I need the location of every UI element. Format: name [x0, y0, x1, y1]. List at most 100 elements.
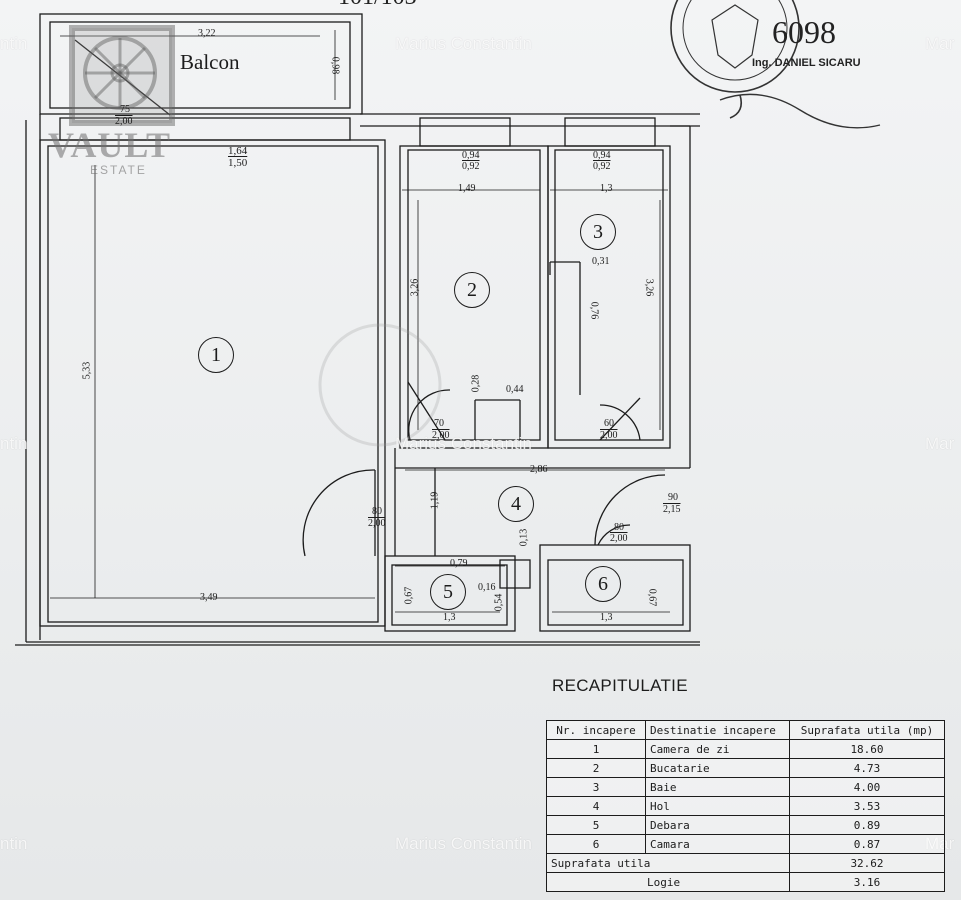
dim-r2-a: 0,28: [470, 374, 482, 393]
dim-win3-h: 0,92: [593, 161, 611, 172]
table-cell: 0.89: [789, 815, 945, 835]
official-stamp-icon: [670, 0, 881, 129]
recap-title: RECAPITULATIE: [552, 676, 688, 695]
table-cell: Hol: [645, 796, 790, 816]
dim-r6-width: 1,3: [600, 612, 613, 623]
table-row: 6 Camara 0.87: [546, 834, 945, 854]
table-header-row: Nr. incapere Destinatie incapere Suprafa…: [546, 720, 945, 740]
table-cell: 4: [546, 796, 646, 816]
table-cell: 3.53: [789, 796, 945, 816]
table-cell: Bucatarie: [645, 758, 790, 778]
dim-room3-width: 1,3: [600, 183, 613, 194]
dim-r3-b: 0,76: [588, 301, 600, 320]
dim-win2-w: 0,94: [462, 150, 480, 161]
table-cell: 4.00: [789, 777, 945, 797]
logia-label: Logie: [546, 872, 790, 892]
room-number-4: 4: [498, 486, 534, 522]
dim-r5-top: 0,79: [450, 558, 468, 569]
table-cell: 0.87: [789, 834, 945, 854]
room-1-outline: [39, 139, 386, 627]
dim-room2-height: 3,26: [409, 278, 421, 297]
dim-balcony-width: 3,22: [198, 28, 216, 39]
watermark-left-mid: ntin: [0, 434, 28, 453]
table-cell: 3: [546, 777, 646, 797]
table-cell: 4.73: [789, 758, 945, 778]
dim-door3-h: 2,00: [600, 430, 618, 441]
dim-room2-width: 1,49: [458, 183, 476, 194]
dim-room1-height: 5,33: [81, 361, 93, 380]
header-suprafata: Suprafata utila (mp): [789, 720, 945, 740]
header-destinatie: Destinatie incapere: [645, 720, 790, 740]
balcony-inner: [49, 21, 351, 109]
dim-balcony-door-h: 2,00: [115, 116, 133, 127]
dim-balcony-depth: 0,98: [329, 56, 341, 75]
room-5-outline: [384, 555, 516, 632]
room-6-outline: [539, 544, 691, 632]
dim-win3-w: 0,94: [593, 150, 611, 161]
dim-hall-b: 0,13: [518, 528, 530, 547]
dim-r6-h: 0,67: [646, 588, 658, 607]
table-cell: Camera de zi: [645, 739, 790, 759]
header-nr: Nr. incapere: [546, 720, 646, 740]
dim-r5-width: 1,3: [443, 612, 456, 623]
table-cell: 18.60: [789, 739, 945, 759]
top-number: 101/103: [338, 0, 417, 11]
logo-watermark-subtext: ESTATE: [90, 163, 147, 177]
dim-r3-a: 0,31: [592, 256, 610, 267]
total-row: Suprafata utila 32.62: [546, 853, 945, 873]
watermark-agent-bottom: Marius Constantin: [395, 834, 533, 853]
logo-watermark-icon: [69, 25, 175, 126]
balcony-outline: [39, 13, 363, 115]
watermark-agent-top: Marius Constantin: [395, 34, 533, 53]
watermark-left-top: ntin: [0, 34, 28, 53]
dim-door2-h: 2,00: [432, 430, 450, 441]
dim-room3-height: 3,26: [643, 278, 655, 297]
total-value: 32.62: [789, 853, 945, 873]
dim-balcony-door-w: 75: [120, 104, 130, 115]
dim-r2-b: 0,44: [506, 384, 524, 395]
room-number-3: 3: [580, 214, 616, 250]
dim-hall-width: 2,86: [530, 464, 548, 475]
room-number-5: 5: [430, 574, 466, 610]
table-row: 3 Baie 4.00: [546, 777, 945, 797]
dim-door6-h: 2,00: [610, 533, 628, 544]
room-number-1: 1: [198, 337, 234, 373]
table-cell: Debara: [645, 815, 790, 835]
logia-value: 3.16: [789, 872, 945, 892]
table-cell: Baie: [645, 777, 790, 797]
watermark-right-top: Mar: [925, 34, 955, 53]
dim-r5-a: 0,16: [478, 582, 496, 593]
stamp-number: 6098: [772, 14, 836, 50]
dim-r5-b: 0,54: [493, 593, 505, 612]
dim-door2-w: 70: [434, 418, 444, 429]
recap-table: Nr. incapere Destinatie incapere Suprafa…: [546, 720, 945, 892]
dim-door3-w: 60: [604, 418, 614, 429]
watermark-left-bottom: ntin: [0, 834, 28, 853]
table-cell: 1: [546, 739, 646, 759]
total-label: Suprafata utila: [546, 853, 790, 873]
faint-stamp-icon: [318, 323, 442, 447]
dim-room1-width: 3,49: [200, 592, 218, 603]
door-1-swing: [302, 469, 376, 557]
watermark-agent-mid: Marius Constantin: [395, 434, 533, 453]
table-cell: Camara: [645, 834, 790, 854]
dim-window-w: 1,64: [228, 145, 248, 157]
watermark-right-mid: Mar: [925, 434, 955, 453]
dim-win2-h: 0,92: [462, 161, 480, 172]
dim-door6-w: 80: [614, 522, 624, 533]
table-row: 5 Debara 0.89: [546, 815, 945, 835]
table-cell: 5: [546, 815, 646, 835]
table-cell: 6: [546, 834, 646, 854]
room-number-2: 2: [454, 272, 490, 308]
dim-entry-w: 90: [668, 492, 678, 503]
table-row: 1 Camera de zi 18.60: [546, 739, 945, 759]
dim-r5-h: 0,67: [403, 586, 415, 605]
dim-door1-h: 2,00: [368, 518, 386, 529]
logia-row: Logie 3.16: [546, 872, 945, 892]
room-number-6: 6: [585, 566, 621, 602]
logo-watermark-text: VAULT: [48, 125, 172, 165]
dim-window-h: 1,50: [228, 157, 248, 169]
table-row: 4 Hol 3.53: [546, 796, 945, 816]
